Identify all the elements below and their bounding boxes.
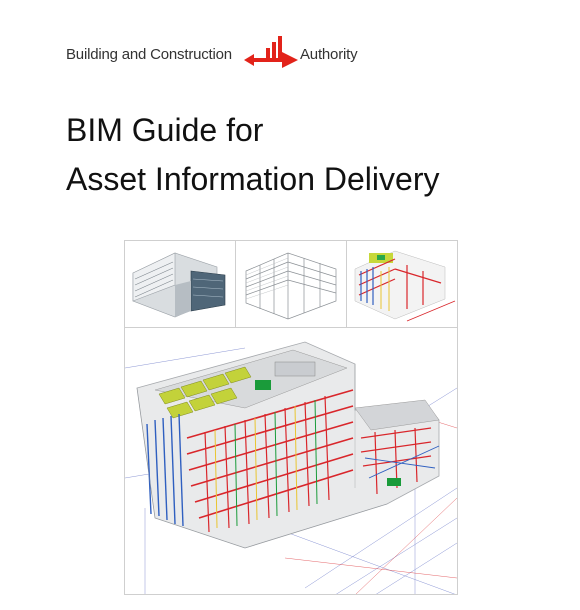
org-name-left: Building and Construction [66,46,232,63]
header: Building and Construction Authority [66,34,366,74]
title-line-2: Asset Information Delivery [66,161,440,197]
mep-model-image [347,241,457,327]
title-line-1: BIM Guide for [66,112,264,148]
org-name-right: Authority [300,46,358,63]
mep-coordination-model-image [125,327,457,594]
document-title: BIM Guide for Asset Information Delivery [66,106,439,204]
building-render-image [125,241,236,327]
cover-figure [124,240,458,595]
bca-logo-icon [244,34,300,74]
structural-wireframe-image [236,241,347,327]
